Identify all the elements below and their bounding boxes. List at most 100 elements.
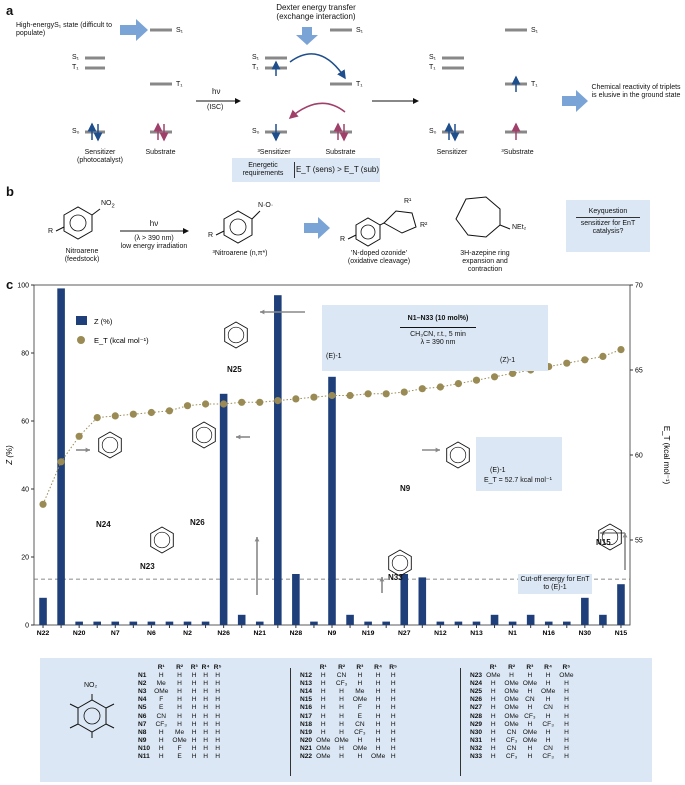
substituent-cell: H <box>564 736 569 744</box>
substituent-cell: H <box>390 712 396 720</box>
bar-N2 <box>183 621 192 625</box>
substituent-cell: OMe <box>154 688 169 696</box>
substituent-cell: F <box>357 704 362 712</box>
substituent-cell: H <box>390 753 396 761</box>
substituent-cell: CN <box>543 744 553 752</box>
right-tick-label: 60 <box>635 453 643 460</box>
substituent-cell: H <box>320 704 326 712</box>
substituent-cell: OMe <box>352 696 367 704</box>
substituent-cell: H <box>158 736 164 744</box>
substituent-cell: CN <box>543 704 553 712</box>
structure-n25-aromatic <box>227 326 245 344</box>
substituent-cell: H <box>177 704 182 712</box>
substituent-cell: OMe <box>522 728 537 736</box>
substituent-cell: H <box>375 744 381 752</box>
nitroarene-core <box>69 694 115 738</box>
substituent-cell: H <box>191 672 197 680</box>
category-label: N13 <box>470 630 483 635</box>
bar-N27 <box>400 574 409 625</box>
t1-label-b1: T₁ <box>252 64 259 71</box>
substituent-cell: H <box>390 704 396 712</box>
substituent-cell: H <box>191 736 197 744</box>
table-header: R⁴ <box>374 664 383 671</box>
substituent-cell: CF₃ <box>155 720 167 728</box>
category-label: N6 <box>147 630 156 635</box>
substituent-cell: H <box>177 720 182 728</box>
substituent-cell: H <box>320 696 326 704</box>
substituent-cell: H <box>390 744 396 752</box>
category-label: N27 <box>398 630 411 635</box>
substituent-cell: F <box>177 744 182 752</box>
et-point-N14 <box>563 359 571 367</box>
compound-id: N4 <box>138 696 147 704</box>
bar-N11 <box>490 614 499 625</box>
compound-id: N10 <box>138 744 151 752</box>
substituent-cell: OMe <box>316 744 331 752</box>
bar-N31 <box>599 614 607 625</box>
substituent-cell: OMe <box>559 672 574 680</box>
et-point-N20 <box>75 432 83 440</box>
bar-N9 <box>328 376 336 625</box>
substituent-cell: H <box>564 744 569 752</box>
high-energy-note: High-energyS₁ state (difficult to popula… <box>16 22 113 37</box>
pointer-n23-head <box>254 537 260 542</box>
substituent-cell: H <box>545 712 551 720</box>
triplet-substrate-label: ³Substrate <box>501 149 534 156</box>
bar-N17 <box>346 614 354 625</box>
bar-N22 <box>39 597 47 625</box>
et-point-N27 <box>400 388 408 396</box>
compound-id: N12 <box>300 672 313 680</box>
et-point-N22 <box>39 500 47 508</box>
ozonide-r1: R¹ <box>404 198 412 205</box>
substituent-cell: OMe <box>352 744 367 752</box>
compound-id: N18 <box>300 720 313 728</box>
t1-label-b2: T₁ <box>356 81 363 88</box>
substituent-cell: H <box>320 672 326 680</box>
substituent-cell: H <box>177 696 182 704</box>
substituent-cell: E <box>177 753 182 761</box>
bar-N6 <box>147 621 156 625</box>
substituent-cell: H <box>564 680 569 688</box>
panel-a-diagram <box>85 19 588 142</box>
no2-b2: N·O· <box>258 202 274 209</box>
substituent-cell: Me <box>156 680 166 688</box>
table-header: R² <box>508 664 516 671</box>
substituent-cell: H <box>203 680 209 688</box>
substituent-cell: H <box>215 728 221 736</box>
et-point-N21 <box>256 398 264 406</box>
bar-N19 <box>364 621 372 625</box>
bar-N18 <box>237 614 246 625</box>
substituent-cell: H <box>203 753 209 761</box>
sensitizer-photocat-label: Sensitizer (photocatalyst) <box>77 149 123 164</box>
bar-N21 <box>255 621 264 625</box>
substituent-cell: H <box>158 672 164 680</box>
substituent-cell: CF₃ <box>542 720 554 728</box>
highlight-arrow-left <box>120 19 148 41</box>
category-label: N22 <box>37 630 50 635</box>
struct-label-n23: N23 <box>140 562 155 571</box>
table-header: R² <box>338 664 346 671</box>
compound-id: N17 <box>300 712 313 720</box>
et-point-N32 <box>310 393 318 401</box>
substituent-cell: H <box>390 688 396 696</box>
azepine-nh2: NEt₂ <box>512 224 527 231</box>
bar-N28 <box>292 574 300 625</box>
substituent-cell: OMe <box>504 720 519 728</box>
left-tick-label: 40 <box>21 487 29 494</box>
table-header: R³ <box>190 664 198 671</box>
key-question-box: Keyquestion sensitizer for EnT catalysis… <box>566 200 650 252</box>
substituent-cell: H <box>191 720 197 728</box>
compound-id: N9 <box>138 736 147 744</box>
bar-N5 <box>129 621 138 625</box>
r-b1: R <box>48 228 54 235</box>
compound-id: N7 <box>138 720 147 728</box>
struct-label-n26: N26 <box>190 518 205 527</box>
